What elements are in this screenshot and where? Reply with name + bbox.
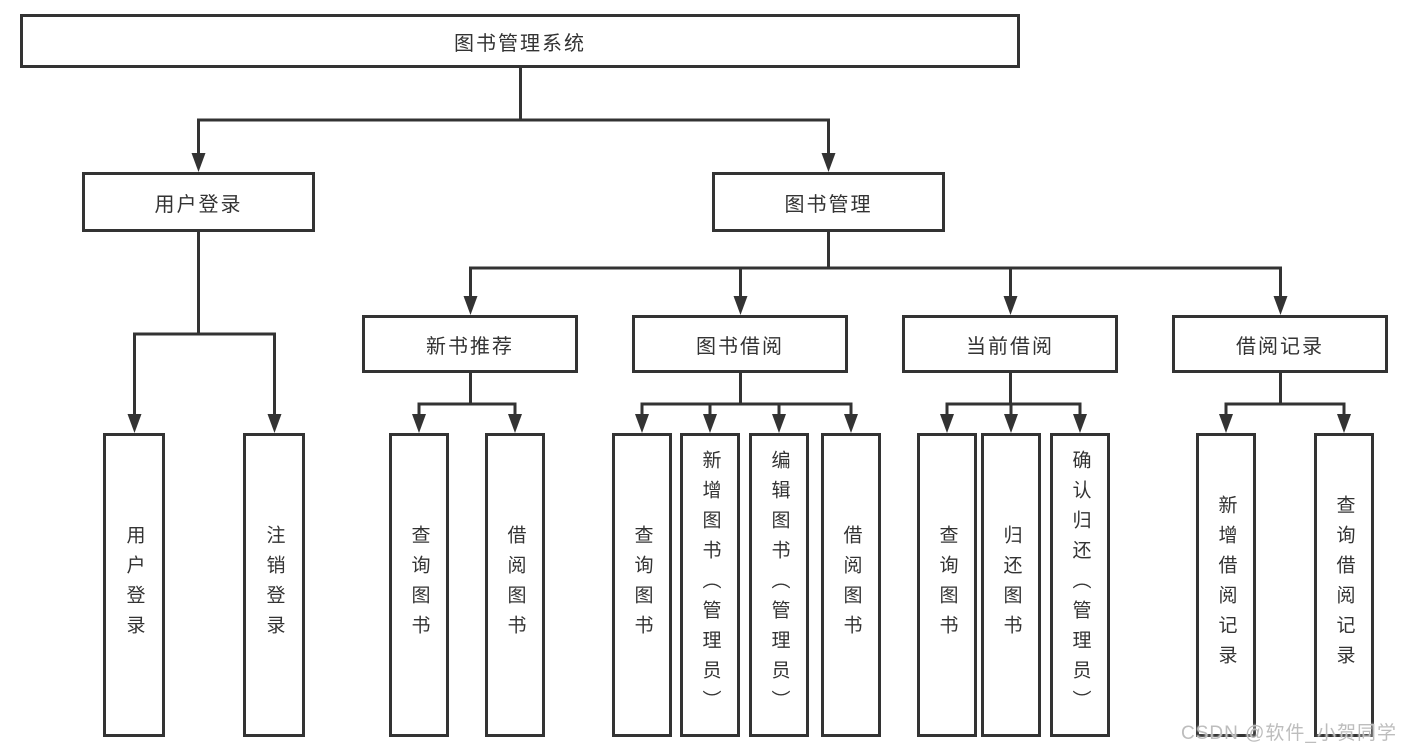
leaf-borrowing-query-books: 查询图书 — [612, 433, 672, 737]
leaf-logout: 注销登录 — [243, 433, 305, 737]
node-user-login: 用户登录 — [82, 172, 315, 232]
node-book-borrowing: 图书借阅 — [632, 315, 848, 373]
leaf-records-query-borrow-record: 查询借阅记录 — [1314, 433, 1374, 737]
leaf-current-confirm-return-admin: 确认归还（管理员） — [1050, 433, 1110, 737]
leaf-current-query-books: 查询图书 — [917, 433, 977, 737]
leaf-borrowing-add-books-admin: 新增图书（管理员） — [680, 433, 740, 737]
leaf-borrowing-borrow-books: 借阅图书 — [821, 433, 881, 737]
node-new-book-recommendation: 新书推荐 — [362, 315, 578, 373]
node-library-management-system: 图书管理系统 — [20, 14, 1020, 68]
node-current-borrowing: 当前借阅 — [902, 315, 1118, 373]
leaf-recommend-query-books: 查询图书 — [389, 433, 449, 737]
node-borrowing-records: 借阅记录 — [1172, 315, 1388, 373]
leaf-user-login: 用户登录 — [103, 433, 165, 737]
csdn-watermark: CSDN @软件_小贺同学 — [1181, 723, 1397, 744]
leaf-current-return-books: 归还图书 — [981, 433, 1041, 737]
leaf-borrowing-edit-books-admin: 编辑图书（管理员） — [749, 433, 809, 737]
node-book-management: 图书管理 — [712, 172, 945, 232]
leaf-records-add-borrow-record: 新增借阅记录 — [1196, 433, 1256, 737]
leaf-recommend-borrow-books: 借阅图书 — [485, 433, 545, 737]
